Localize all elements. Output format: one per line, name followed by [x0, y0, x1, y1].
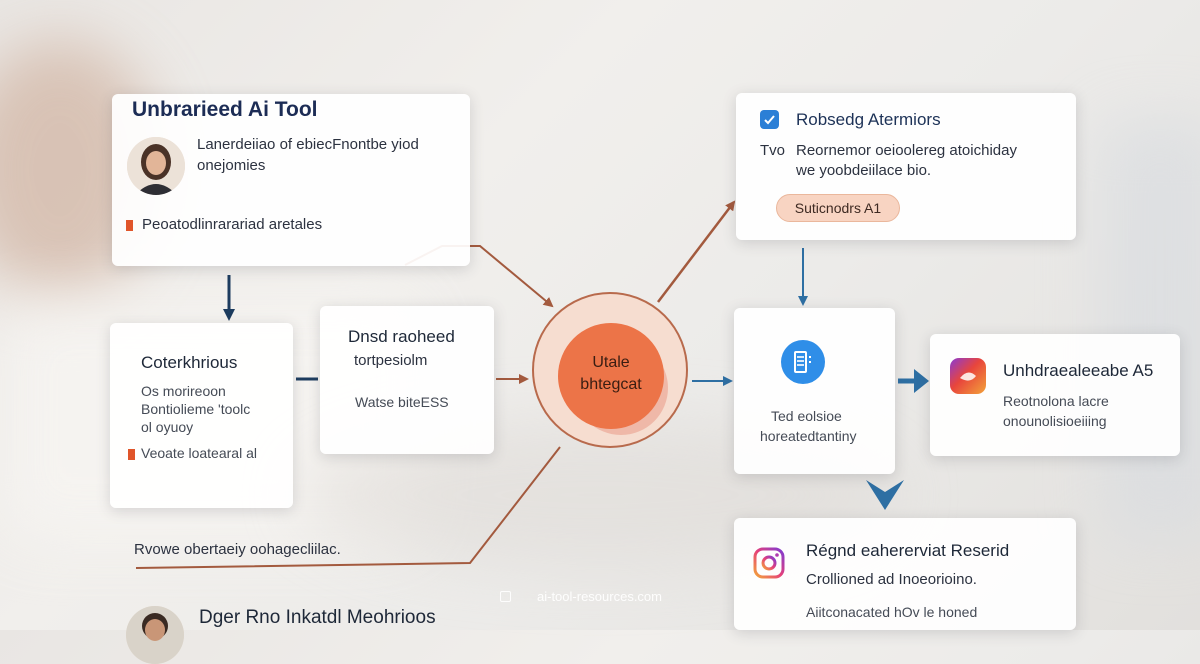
watermark: ai-tool-resources.com	[500, 589, 662, 604]
mid-card-line-3: Watse biteESS	[355, 394, 449, 410]
checkbox-icon	[760, 110, 779, 129]
bottom-right-card	[734, 518, 1076, 630]
left-card-line-1: Os morireoon	[141, 383, 226, 399]
document-icon	[781, 340, 825, 384]
hub-label-line-2: bhtegcat	[580, 376, 642, 393]
left-card	[110, 323, 293, 508]
bottom-left-caption: Rvowe obertaeiy oohagecliilac.	[134, 541, 341, 558]
far-right-title: Unhdraealeeabe A5	[1003, 361, 1154, 380]
watermark-logo-icon	[500, 591, 511, 602]
status-badge: Suticnodrs A1	[776, 194, 900, 222]
hub-label: Utale bhtegcat	[558, 352, 664, 396]
bullet-marker-icon	[128, 449, 135, 460]
hub-label-line-1: Utale	[592, 354, 630, 371]
left-card-line-2: Bontiolieme 'toolc	[141, 401, 251, 417]
left-card-line-3: ol oyuoy	[141, 419, 194, 435]
person-avatar-icon	[126, 606, 184, 664]
mid-card	[320, 306, 494, 454]
avatar-woman	[127, 137, 185, 195]
bottom-right-line-2: Aiitconacated hOv le honed	[806, 604, 978, 620]
watermark-text: ai-tool-resources.com	[537, 589, 662, 604]
person-avatar-icon	[127, 137, 185, 195]
arrowhead-center-to-far-right	[914, 369, 929, 393]
left-card-bullet: Veoate loatearal al	[141, 445, 257, 461]
top-left-title: Unbrarieed Ai Tool	[132, 98, 318, 121]
center-right-line-2: horeatedtantiny	[760, 428, 857, 444]
arrowhead-center-to-bottom	[866, 480, 904, 510]
arrow-hub-to-bottom-left	[135, 446, 561, 569]
far-right-card	[930, 334, 1180, 456]
avatar-man	[126, 606, 184, 664]
center-right-line-1: Ted eolsioe	[771, 408, 842, 424]
top-left-line-1: Lanerdeiiao of ebiecFnontbe yiod	[197, 136, 419, 153]
bullet-marker-icon	[126, 220, 133, 231]
hub-core	[558, 323, 664, 429]
instagram-icon	[752, 546, 786, 580]
left-card-title: Coterkhrious	[141, 353, 238, 372]
top-right-side-label: Tvo	[760, 142, 786, 159]
top-left-bullet: Peoatodlinrarariad aretales	[142, 216, 323, 233]
top-right-line-1: Reornemor oeioolereg atoichiday	[796, 142, 1017, 159]
top-right-line-2: we yoobdeiilace bio.	[796, 162, 932, 179]
bottom-right-title: Régnd eahererviat Reserid	[806, 541, 1010, 560]
far-right-line-2: onounolisioeiiing	[1003, 413, 1107, 429]
app-logo-icon	[950, 358, 986, 394]
background-blur-device	[1100, 120, 1200, 540]
mid-card-line-1: Dnsd raoheed	[348, 327, 455, 346]
far-right-line-1: Reotnolona lacre	[1003, 393, 1109, 409]
top-left-line-2: onejomies	[197, 157, 266, 174]
bottom-right-line-1: Crollioned ad Inoeorioino.	[806, 571, 977, 588]
top-right-title: Robsedg Atermiors	[796, 110, 941, 129]
arrow-hub-to-top-right	[657, 200, 736, 303]
bottom-left-heading: Dger Rno Inkatdl Meohrioos	[199, 607, 436, 628]
center-right-card	[734, 308, 895, 474]
mid-card-line-2: tortpesiolm	[354, 352, 428, 369]
